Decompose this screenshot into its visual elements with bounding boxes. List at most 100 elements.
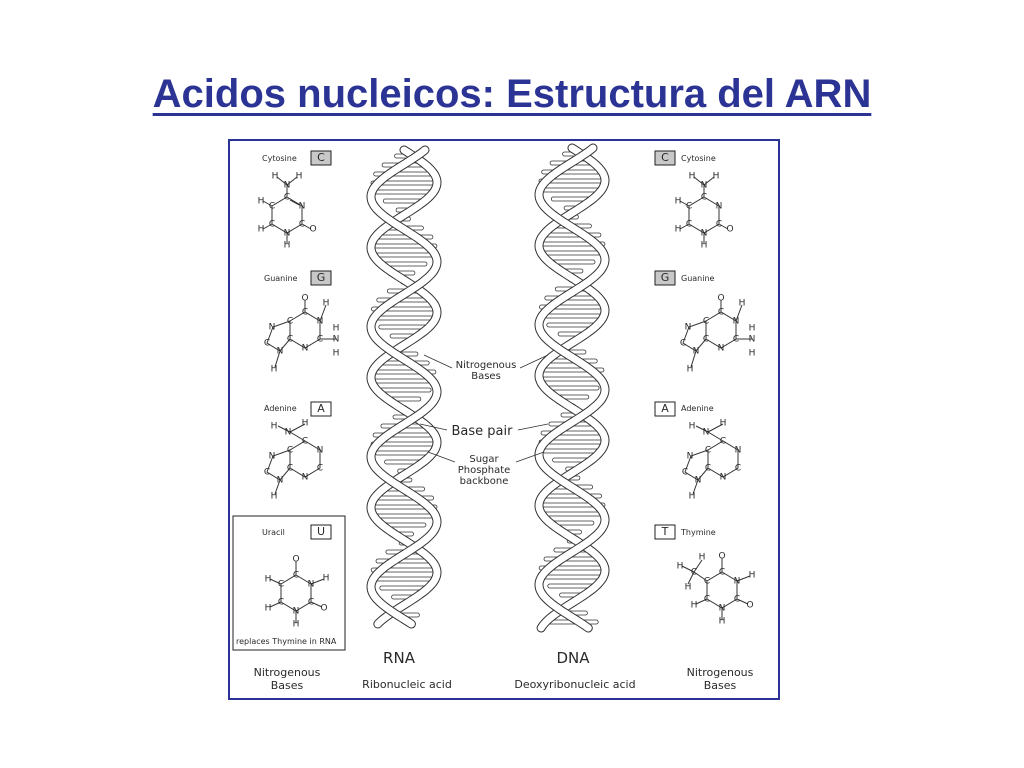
right-thymine-letter-box xyxy=(654,524,676,540)
rna-base-rung xyxy=(373,513,435,519)
svg-text:C: C xyxy=(704,577,710,587)
rna-base-rung xyxy=(372,252,436,258)
svg-text:C: C xyxy=(287,446,293,456)
dna-base-rung xyxy=(540,250,604,256)
svg-text:N: N xyxy=(719,604,726,614)
svg-text:H: H xyxy=(701,241,708,251)
svg-text:H: H xyxy=(272,172,279,182)
svg-text:C: C xyxy=(299,220,305,230)
label-sugar-line2: Phosphate xyxy=(458,465,511,476)
svg-text:N: N xyxy=(701,229,708,239)
svg-text:H: H xyxy=(258,197,265,207)
svg-text:C: C xyxy=(733,335,739,345)
svg-text:N: N xyxy=(293,607,300,617)
svg-text:H: H xyxy=(271,492,278,502)
rna-full-name: Ribonucleic acid xyxy=(362,678,452,691)
right-adenine-name: Adenine xyxy=(681,404,714,413)
left-adenine-letter: A xyxy=(317,402,325,415)
svg-text:N: N xyxy=(703,428,710,438)
leader-nitrogenous-dna xyxy=(519,354,549,369)
svg-text:N: N xyxy=(701,181,708,191)
dna-backbone-2 xyxy=(535,144,609,632)
dna-backbone-1 xyxy=(535,144,609,632)
svg-text:H: H xyxy=(685,583,692,593)
svg-text:N: N xyxy=(749,335,756,345)
svg-text:N: N xyxy=(299,202,306,212)
svg-text:H: H xyxy=(293,620,300,630)
left-caption-line1: Nitrogenous xyxy=(254,666,321,679)
svg-text:N: N xyxy=(720,473,727,483)
rna-helix xyxy=(366,145,442,629)
dna-base-rung xyxy=(542,187,603,193)
svg-text:C: C xyxy=(686,220,692,230)
svg-text:C: C xyxy=(718,308,724,318)
right-thymine: T Thymine OCN HCO NHC CC HHH H xyxy=(654,524,755,627)
svg-text:C: C xyxy=(302,308,308,318)
left-cytosine-letter: C xyxy=(317,151,325,164)
svg-text:C: C xyxy=(317,464,323,474)
dna-helix xyxy=(534,143,610,633)
left-uracil-name: Uracil xyxy=(262,528,285,537)
rna-abbr: RNA xyxy=(383,649,416,667)
svg-text:H: H xyxy=(258,225,265,235)
right-caption-line2: Bases xyxy=(704,679,737,692)
svg-text:C: C xyxy=(705,464,711,474)
svg-text:H: H xyxy=(749,324,756,334)
svg-text:N: N xyxy=(693,347,700,357)
svg-text:C: C xyxy=(278,598,284,608)
svg-text:H: H xyxy=(333,324,340,334)
left-uracil-note: replaces Thymine in RNA xyxy=(236,637,337,646)
svg-text:C: C xyxy=(278,580,284,590)
svg-text:O: O xyxy=(320,604,327,614)
svg-text:H: H xyxy=(691,601,698,611)
svg-text:O: O xyxy=(726,225,733,235)
left-caption-line2: Bases xyxy=(271,679,304,692)
svg-text:C: C xyxy=(705,446,711,456)
label-leader-lines xyxy=(419,354,549,463)
svg-text:H: H xyxy=(284,241,291,251)
svg-text:H: H xyxy=(265,604,272,614)
svg-text:H: H xyxy=(720,419,727,429)
svg-text:C: C xyxy=(264,339,270,349)
svg-text:N: N xyxy=(687,452,694,462)
svg-text:H: H xyxy=(749,349,756,359)
svg-text:C: C xyxy=(719,568,725,578)
svg-text:C: C xyxy=(735,464,741,474)
rna-base-rung xyxy=(374,450,434,456)
svg-text:C: C xyxy=(302,437,308,447)
rna-backbone-2 xyxy=(367,146,441,628)
svg-text:N: N xyxy=(718,344,725,354)
left-guanine-name: Guanine xyxy=(264,274,298,283)
svg-text:C: C xyxy=(704,595,710,605)
svg-text:H: H xyxy=(302,419,309,429)
svg-text:C: C xyxy=(686,202,692,212)
left-cytosine-letter-box xyxy=(310,150,332,166)
dna-base-rung xyxy=(541,511,603,517)
svg-text:N: N xyxy=(277,347,284,357)
svg-text:H: H xyxy=(699,553,706,563)
leader-basepair-rna xyxy=(419,423,448,431)
svg-text:N: N xyxy=(317,446,324,456)
left-uracil-letter-box xyxy=(310,524,332,540)
svg-text:N: N xyxy=(285,428,292,438)
right-guanine-name: Guanine xyxy=(681,274,715,283)
svg-text:N: N xyxy=(333,335,340,345)
svg-text:H: H xyxy=(675,225,682,235)
svg-text:N: N xyxy=(716,202,723,212)
svg-text:N: N xyxy=(277,476,284,486)
dna-base-rung xyxy=(542,448,602,454)
svg-text:H: H xyxy=(713,172,720,182)
right-caption-line1: Nitrogenous xyxy=(687,666,754,679)
svg-text:C: C xyxy=(284,193,290,203)
svg-text:N: N xyxy=(317,317,324,327)
svg-text:H: H xyxy=(323,574,330,584)
svg-text:C: C xyxy=(716,220,722,230)
left-guanine-letter-box xyxy=(310,270,332,286)
svg-text:N: N xyxy=(695,476,702,486)
leader-sugar-dna xyxy=(515,451,545,463)
